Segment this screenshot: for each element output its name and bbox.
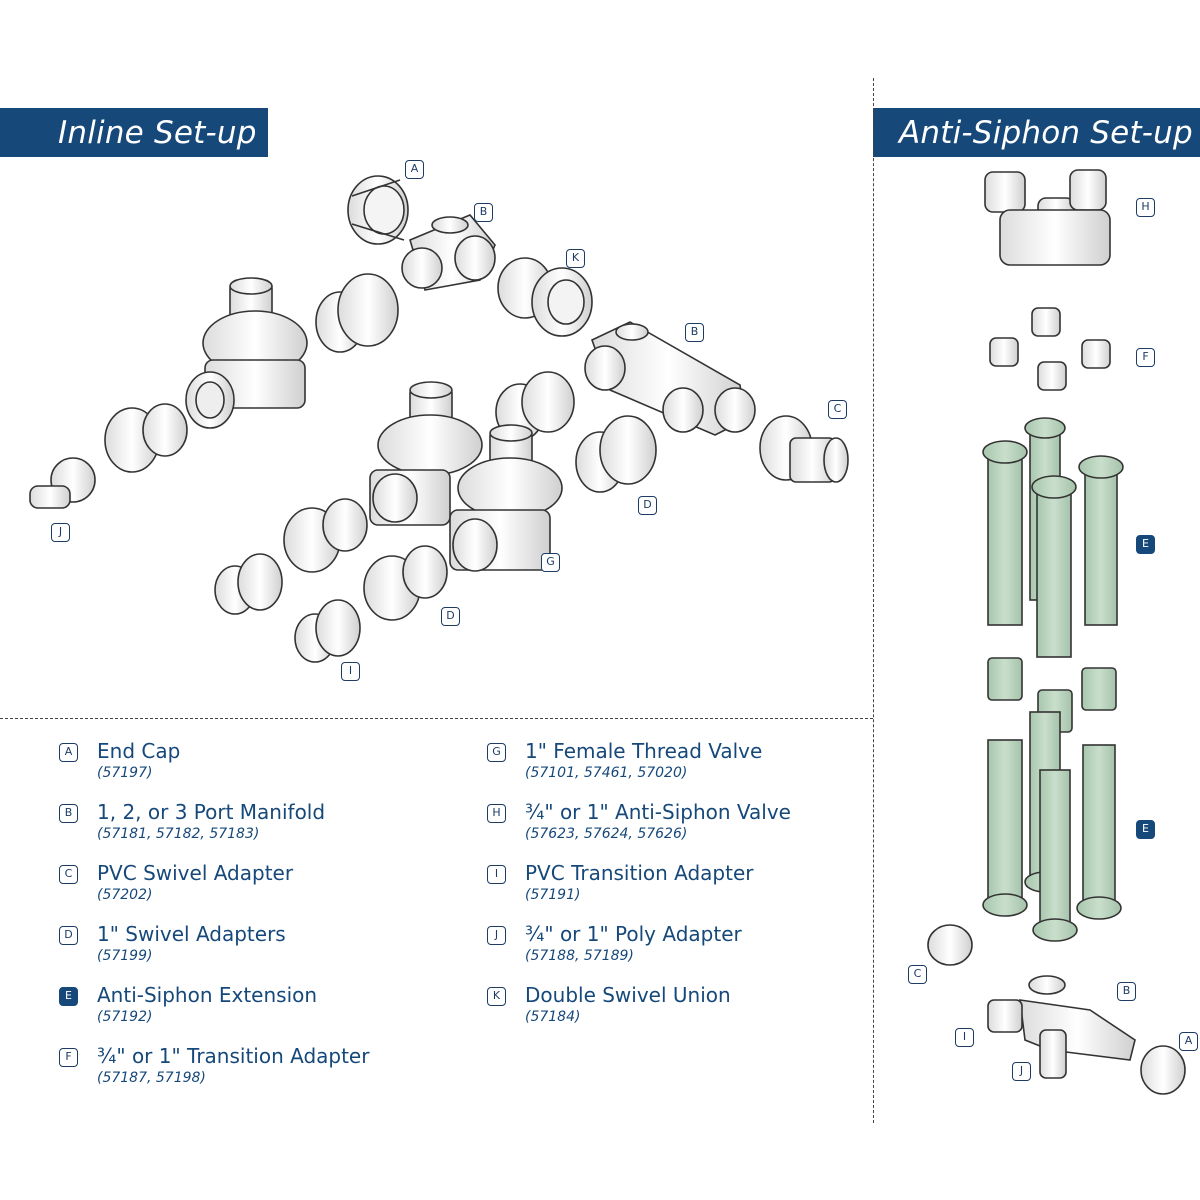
diagram-tag-e2: E: [1136, 820, 1155, 839]
legend-code: (57101, 57461, 57020): [525, 765, 688, 781]
swivel-left: [104, 403, 188, 473]
legend-name: PVC Transition Adapter: [525, 861, 754, 885]
legend-code: (57199): [97, 948, 153, 964]
anti-siphon-setup-title: Anti-Siphon Set-up: [899, 114, 1193, 151]
legend-name: PVC Swivel Adapter: [97, 861, 294, 885]
diagram-tag-d: D: [638, 496, 657, 515]
transition-adapters-f: [989, 307, 1111, 391]
diagram-tag-i2: I: [955, 1028, 974, 1047]
legend-tag: I: [487, 865, 506, 884]
legend-tag: F: [59, 1048, 78, 1067]
diagram-tag-j2: J: [1012, 1062, 1031, 1081]
legend-code: (57191): [525, 887, 581, 903]
legend-code: (57192): [97, 1009, 153, 1025]
pvc-transition-adapter-i-anti: [987, 999, 1023, 1033]
double-swivel-union-k: [497, 257, 593, 337]
legend-tag: J: [487, 926, 506, 945]
anti-siphon-valve-h: [984, 169, 1111, 266]
legend-name: ¾" or 1" Poly Adapter: [525, 922, 742, 946]
legend-tag: H: [487, 804, 506, 823]
poly-adapter-j: [29, 457, 96, 509]
end-cap-a: [347, 175, 409, 245]
pvc-adapter-lower: [214, 553, 283, 615]
legend-name: End Cap: [97, 739, 181, 763]
inline-setup-banner: Inline Set-up: [0, 108, 268, 157]
valve-left: [185, 277, 308, 429]
pvc-transition-adapter-i: [294, 599, 361, 663]
legend-code: (57188, 57189): [525, 948, 634, 964]
legend-name: 1, 2, or 3 Port Manifold: [97, 800, 326, 824]
vertical-divider: [873, 78, 874, 1123]
diagram-tag-e: E: [1136, 535, 1155, 554]
diagram-tag-i: I: [341, 662, 360, 681]
pvc-swivel-adapter-c: [759, 415, 849, 483]
diagram-tag-c2: C: [908, 965, 927, 984]
anti-siphon-setup-banner: Anti-Siphon Set-up: [873, 108, 1200, 157]
legend-code: (57184): [525, 1009, 581, 1025]
legend-code: (57623, 57624, 57626): [525, 826, 688, 842]
inline-setup-title: Inline Set-up: [58, 114, 257, 151]
diagram-tag-h: H: [1136, 198, 1155, 217]
female-thread-valve-g: [449, 424, 563, 572]
anti-siphon-extension-lower: [982, 711, 1122, 942]
diagram-tag-b3: B: [1117, 982, 1136, 1001]
anti-siphon-extension-upper: [982, 417, 1124, 658]
diagram-tag-f: F: [1136, 348, 1155, 367]
legend-tag: E: [59, 987, 78, 1006]
legend-tag: D: [59, 926, 78, 945]
legend-tag: G: [487, 743, 506, 762]
swivel-adapter-upper: [315, 273, 399, 353]
diagram-tag-k: K: [566, 249, 585, 268]
valve-middle: [369, 381, 483, 526]
legend-tag: K: [487, 987, 506, 1006]
swivel-lower-left: [283, 498, 368, 573]
diagram-tag-a: A: [405, 160, 424, 179]
diagram-tag-b: B: [474, 203, 493, 222]
pvc-swivel-adapter-c-anti: [927, 924, 973, 966]
diagram-tag-a2: A: [1179, 1032, 1198, 1051]
legend-name: ¾" or 1" Transition Adapter: [97, 1044, 370, 1068]
diagram-tag-b2: B: [685, 323, 704, 342]
legend-code: (57202): [97, 887, 153, 903]
diagram-tag-g: G: [541, 553, 560, 572]
legend-name: ¾" or 1" Anti-Siphon Valve: [525, 800, 791, 824]
legend-name: Double Swivel Union: [525, 983, 731, 1007]
poly-adapter-j-anti: [1039, 1029, 1067, 1079]
legend-name: 1" Swivel Adapters: [97, 922, 286, 946]
diagram-tag-j: J: [51, 523, 70, 542]
manifold-tee-b: [401, 214, 496, 291]
horizontal-divider: [0, 718, 873, 719]
swivel-adapter-d-right: [575, 415, 657, 493]
legend-code: (57181, 57182, 57183): [97, 826, 260, 842]
end-cap-a-anti: [1140, 1045, 1186, 1095]
legend-tag: C: [59, 865, 78, 884]
legend-name: Anti-Siphon Extension: [97, 983, 318, 1007]
swivel-adapter-d-lower: [363, 545, 448, 621]
legend-code: (57197): [97, 765, 153, 781]
legend-code: (57187, 57198): [97, 1070, 206, 1086]
manifold-b: [584, 321, 756, 436]
diagram-tag-d2: D: [441, 607, 460, 626]
legend-tag: A: [59, 743, 78, 762]
diagram-tag-c: C: [828, 400, 847, 419]
legend-tag: B: [59, 804, 78, 823]
legend-name: 1" Female Thread Valve: [525, 739, 763, 763]
